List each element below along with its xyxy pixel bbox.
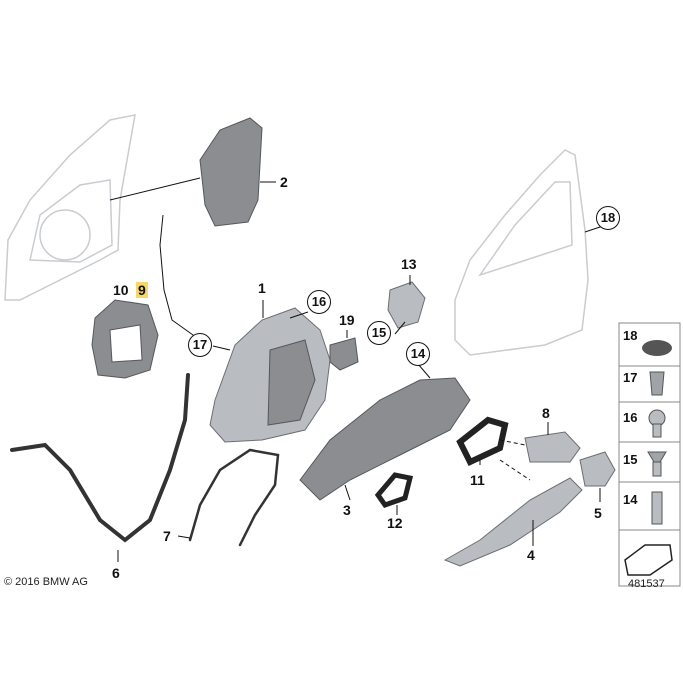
diagram-number: 481537 bbox=[628, 578, 665, 590]
part-12-gasket bbox=[374, 472, 414, 508]
door-outline-left bbox=[4, 114, 136, 301]
callout-17: 17 bbox=[188, 333, 212, 357]
callout-15: 15 bbox=[367, 321, 391, 345]
arrow-icon bbox=[624, 544, 673, 576]
part-19-clip bbox=[329, 337, 359, 371]
part-11-gasket bbox=[456, 416, 509, 466]
callout-5: 5 bbox=[594, 505, 602, 521]
callout-1: 1 bbox=[258, 280, 266, 296]
legend-label-18: 18 bbox=[623, 328, 638, 343]
copyright-text: © 2016 BMW AG bbox=[4, 576, 88, 588]
rod-17 bbox=[159, 214, 201, 341]
part-5-cap bbox=[579, 451, 616, 487]
callout-18: 18 bbox=[596, 206, 620, 230]
callout-6: 6 bbox=[112, 565, 120, 581]
callout-9: 9 bbox=[136, 282, 148, 298]
callout-8: 8 bbox=[542, 405, 550, 421]
legend-label-14: 14 bbox=[623, 492, 638, 507]
callout-2: 2 bbox=[280, 174, 288, 190]
part-4-outer-handle bbox=[443, 477, 583, 567]
part-14-handle-carrier bbox=[299, 377, 471, 501]
part-1-door-latch bbox=[209, 307, 331, 443]
part-13-bracket bbox=[387, 281, 426, 329]
part-8-lock-cylinder bbox=[524, 431, 581, 463]
callout-7: 7 bbox=[163, 528, 171, 544]
legend-label-16: 16 bbox=[623, 410, 638, 425]
leader-lines bbox=[109, 177, 604, 562]
callout-19: 19 bbox=[339, 312, 355, 328]
part-2-lock-actuator bbox=[199, 117, 263, 227]
callout-3: 3 bbox=[343, 502, 351, 518]
callout-13: 13 bbox=[401, 256, 417, 272]
legend-box bbox=[618, 322, 681, 587]
callout-10: 10 bbox=[113, 282, 129, 298]
callout-16: 16 bbox=[307, 290, 331, 314]
callout-4: 4 bbox=[527, 547, 535, 563]
callout-12: 12 bbox=[387, 515, 403, 531]
part-6-cable bbox=[10, 373, 190, 543]
part-10-bracket bbox=[91, 299, 159, 379]
part-7-cable bbox=[188, 448, 280, 547]
door-outline-right bbox=[454, 149, 589, 356]
legend-label-17: 17 bbox=[623, 370, 638, 385]
callout-14: 14 bbox=[406, 342, 430, 366]
legend-label-15: 15 bbox=[623, 452, 638, 467]
callout-11: 11 bbox=[470, 472, 485, 488]
